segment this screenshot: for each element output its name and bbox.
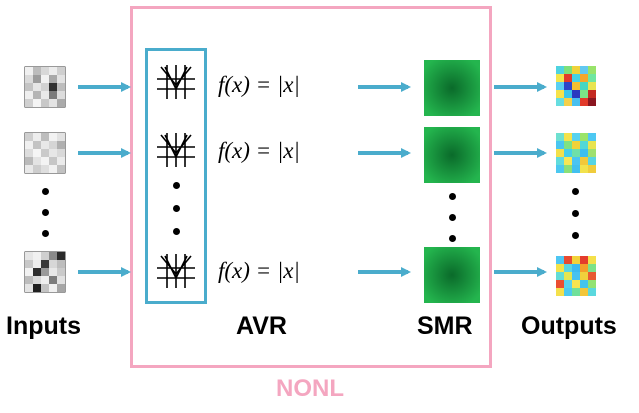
input-thumbnail-1 — [24, 66, 66, 108]
formula-1: f(x) = |x| — [218, 72, 300, 97]
avr-plot-icon-1 — [157, 65, 195, 99]
avr-label: AVR — [236, 312, 287, 340]
nonl-box — [130, 6, 492, 368]
nonl-label: NONL — [276, 375, 344, 402]
output-heatmap-3 — [556, 256, 596, 296]
inputs-label: Inputs — [6, 312, 81, 340]
output-heatmap-2 — [556, 133, 596, 173]
input-thumbnail-2 — [24, 132, 66, 174]
avr-plot-icon-2 — [157, 133, 195, 167]
smr-map-2 — [424, 127, 480, 183]
formula-3: f(x) = |x| — [218, 258, 300, 283]
formula-2: f(x) = |x| — [218, 138, 300, 163]
avr-box — [145, 48, 207, 304]
avr-plot-icon-3 — [157, 254, 195, 288]
smr-label: SMR — [417, 312, 473, 340]
smr-map-1 — [424, 60, 480, 116]
outputs-label: Outputs — [521, 312, 617, 340]
input-thumbnail-3 — [24, 251, 66, 293]
output-heatmap-1 — [556, 66, 596, 106]
smr-map-3 — [424, 247, 480, 303]
